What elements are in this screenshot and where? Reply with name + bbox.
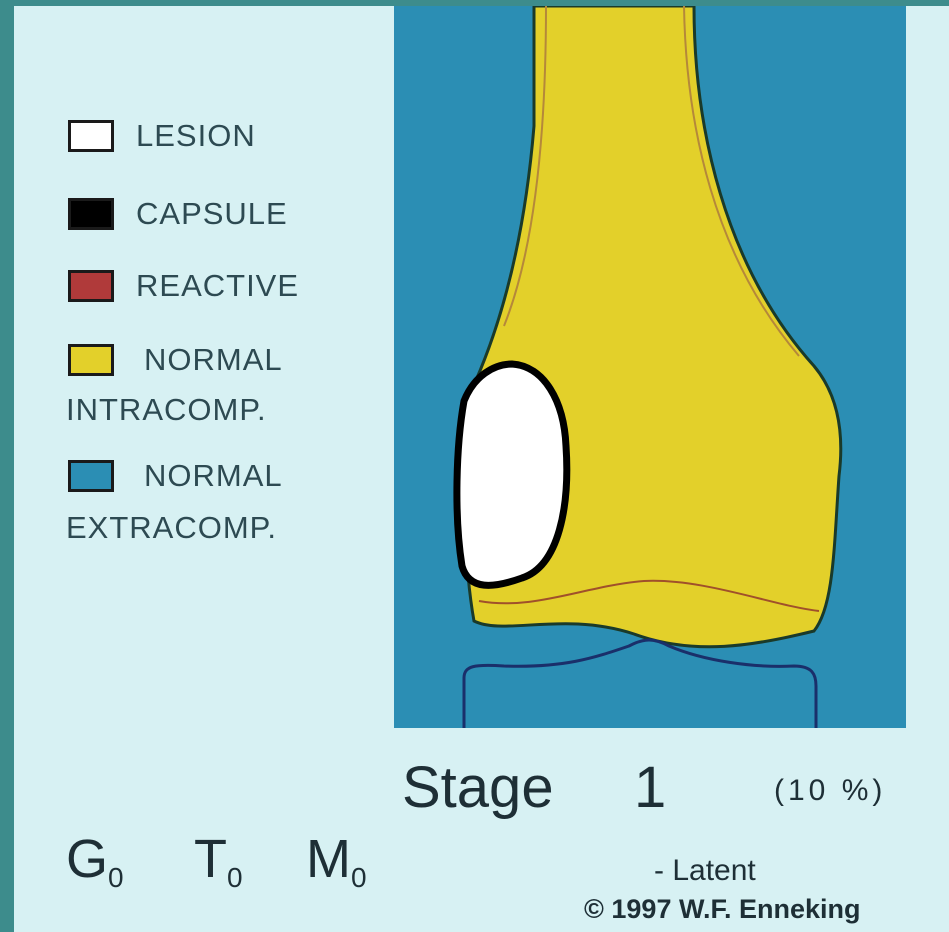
bone-diagram xyxy=(394,6,906,728)
normal-extra-swatch xyxy=(68,460,114,492)
stage-number: 1 xyxy=(634,754,666,821)
legend-lesion-label: LESION xyxy=(136,118,256,154)
stage-label: Stage xyxy=(402,754,554,821)
stage-percent: (10 %) xyxy=(774,774,886,808)
metastasis-subscript: 0 xyxy=(351,862,367,893)
tumor-letter: T xyxy=(194,829,227,889)
legend-normal-extra: NORMAL xyxy=(68,458,283,494)
grade-g: G0 xyxy=(66,828,124,894)
legend-normal-extra-sub: EXTRACOMP. xyxy=(66,510,277,546)
copyright-notice: © 1997 W.F. Enneking xyxy=(584,894,860,925)
slide: LESION CAPSULE REACTIVE NORMAL INTRACOMP… xyxy=(14,6,949,932)
lesion-capsule xyxy=(457,364,567,585)
legend-capsule-label: CAPSULE xyxy=(136,196,288,232)
legend-reactive-label: REACTIVE xyxy=(136,268,299,304)
legend-normal-intra-sub: INTRACOMP. xyxy=(66,392,267,428)
metastasis-m: M0 xyxy=(306,828,367,894)
lesion-swatch xyxy=(68,120,114,152)
grade-letter: G xyxy=(66,829,108,889)
grade-subscript: 0 xyxy=(108,862,124,893)
metastasis-letter: M xyxy=(306,829,351,889)
legend-normal-intra: NORMAL xyxy=(68,342,283,378)
legend-capsule: CAPSULE xyxy=(68,196,288,232)
tumor-t: T0 xyxy=(194,828,243,894)
legend-lesion: LESION xyxy=(68,118,256,154)
capsule-swatch xyxy=(68,198,114,230)
normal-intra-swatch xyxy=(68,344,114,376)
tumor-subscript: 0 xyxy=(227,862,243,893)
latent-descriptor: - Latent xyxy=(654,854,756,888)
legend-reactive: REACTIVE xyxy=(68,268,299,304)
reactive-swatch xyxy=(68,270,114,302)
legend-normal-extra-label: NORMAL xyxy=(144,458,283,494)
legend-normal-intra-label: NORMAL xyxy=(144,342,283,378)
